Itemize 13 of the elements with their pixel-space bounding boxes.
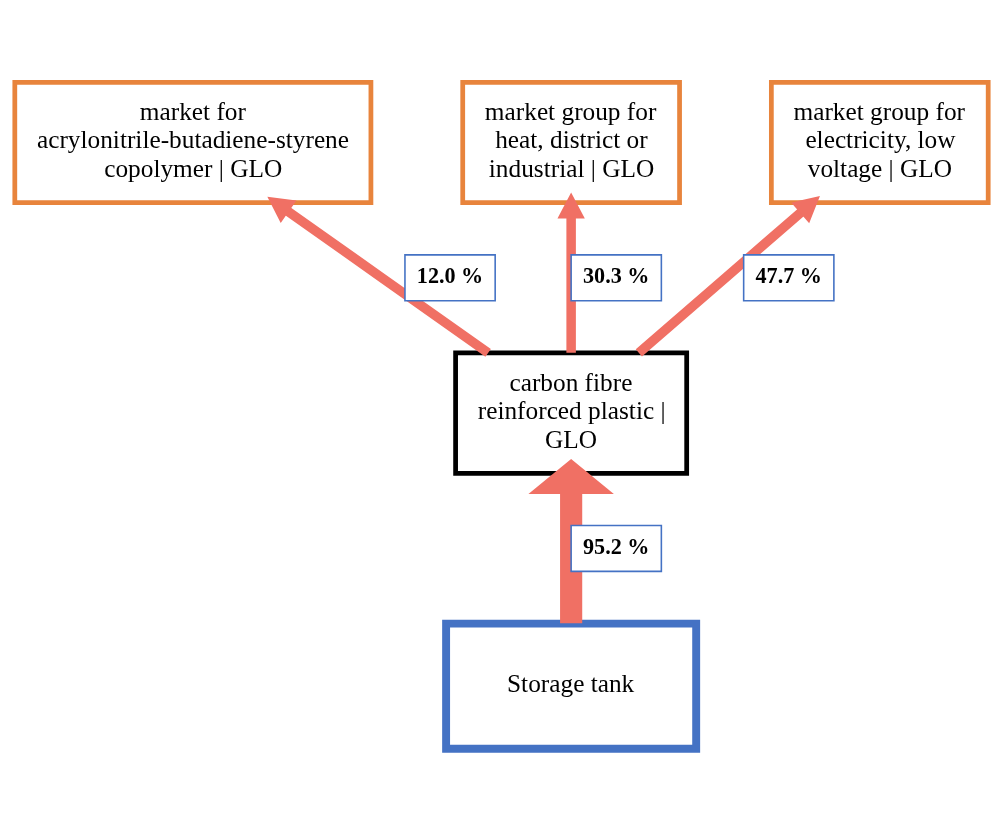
node-box: market for acrylonitrile-butadiene-styrene copolymer | GLO <box>12 79 374 205</box>
arrow <box>267 196 491 357</box>
arrow <box>528 458 614 623</box>
edge-label: 12.0 % <box>416 262 484 288</box>
node-box: carbon fibre reinforced plastic | GLO <box>453 350 690 476</box>
arrow <box>635 195 820 356</box>
node-box: market group for electricity, low voltage | GLO <box>769 79 991 205</box>
edge-label: 30.3 % <box>583 262 650 288</box>
arrow <box>557 191 585 353</box>
node-box: market group for heat, district or industrial | GLO <box>460 79 682 205</box>
edge-label: 95.2 % <box>583 533 650 559</box>
node-box: Storage tank <box>442 619 701 753</box>
edge-label: 47.7 % <box>755 262 822 288</box>
